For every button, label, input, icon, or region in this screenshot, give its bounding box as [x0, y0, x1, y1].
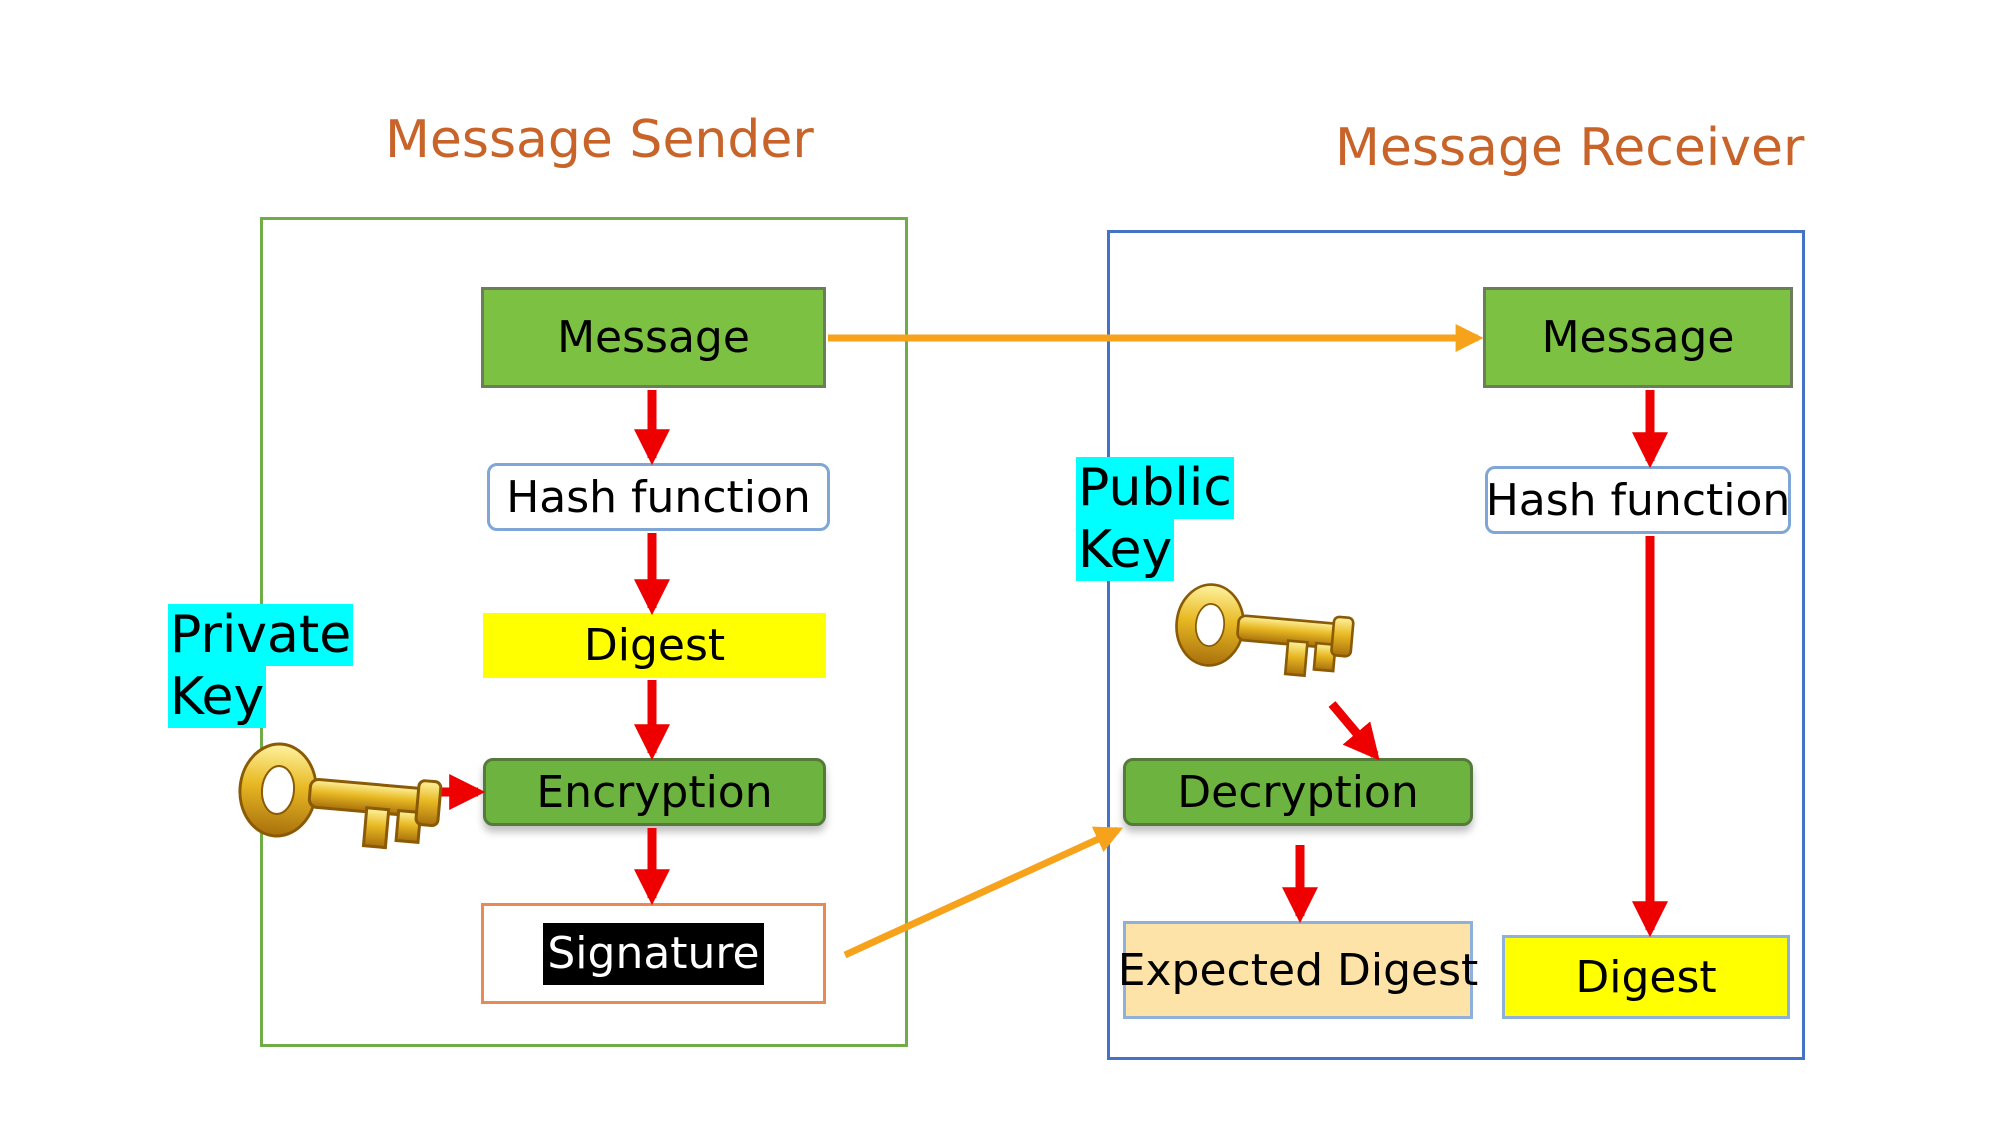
- private-key-label-line1: Private: [168, 604, 354, 666]
- arrow-signature-to-decryption: [843, 826, 1124, 959]
- receiver-digest-box: Digest: [1502, 935, 1790, 1019]
- signature-label: Signature: [543, 922, 764, 985]
- receiver-title: Message Receiver: [1335, 118, 1805, 178]
- sender-hash-function-box: Hash function: [487, 463, 830, 531]
- arrow-public-key-to-decryption: [1328, 701, 1380, 761]
- decryption-box: Decryption: [1123, 758, 1473, 826]
- sender-message-box: Message: [481, 287, 826, 388]
- receiver-hash-function-box: Hash function: [1485, 466, 1791, 534]
- public-key-icon: [1171, 580, 1357, 681]
- receiver-message-box: Message: [1483, 287, 1793, 388]
- private-key-label-line2: Key: [168, 666, 267, 728]
- signature-box: Signature: [481, 903, 826, 1004]
- sender-digest-box: Digest: [483, 613, 826, 678]
- sender-title: Message Sender: [385, 110, 814, 170]
- private-key-icon: [234, 739, 445, 854]
- public-key-label-line2: Key: [1076, 519, 1175, 581]
- public-key-label-line1: Public: [1076, 457, 1234, 519]
- receiver-panel: [1107, 230, 1805, 1060]
